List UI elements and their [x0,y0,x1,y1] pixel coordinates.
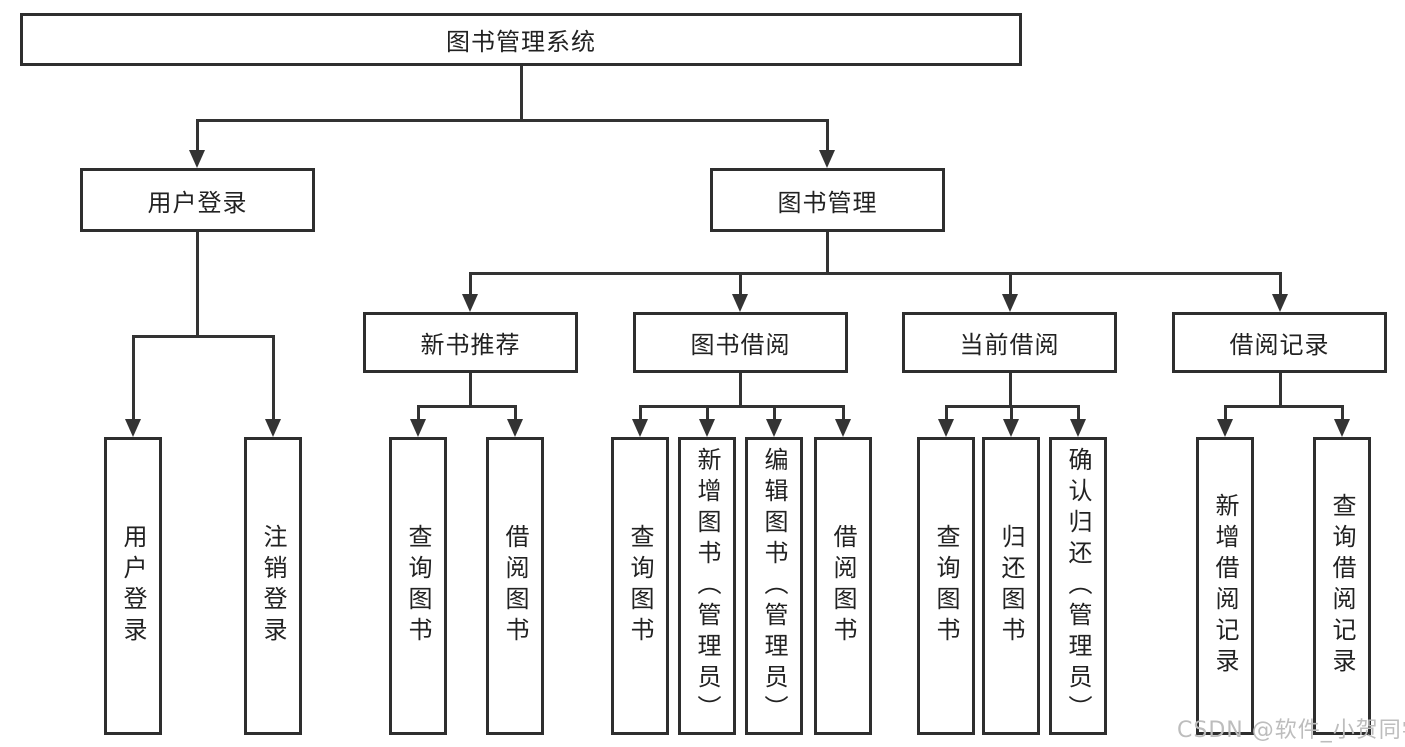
connector-vline [196,119,199,152]
node-book-borrowing: 图书借阅 [633,312,848,373]
arrow-down-icon [265,419,281,437]
connector-vline [469,373,472,407]
leaf-label: 借阅图书 [829,524,857,648]
connector-vline [706,405,709,421]
connector-vline [639,405,642,421]
connector-vline [1009,373,1012,407]
connector-vline [514,405,517,421]
connector-hline [1224,405,1343,408]
leaf-query-books-borrow: 查询图书 [611,437,669,735]
leaf-label: 新增图书（管理员） [693,446,721,726]
arrow-down-icon [766,419,782,437]
node-current-borrowing: 当前借阅 [902,312,1117,373]
leaf-label: 新增借阅记录 [1211,493,1239,679]
leaf-label: 用户登录 [119,524,147,648]
arrow-down-icon [938,419,954,437]
connector-vline [417,405,420,421]
leaf-query-borrow-record: 查询借阅记录 [1313,437,1371,735]
leaf-label: 查询图书 [626,524,654,648]
node-label: 新书推荐 [420,331,521,359]
arrow-down-icon [1002,294,1018,312]
leaf-label: 注销登录 [259,524,287,648]
leaf-add-borrow-record: 新增借阅记录 [1196,437,1254,735]
arrow-down-icon [1070,419,1086,437]
leaf-return-books: 归还图书 [982,437,1040,735]
arrow-down-icon [632,419,648,437]
connector-vline [1077,405,1080,421]
connector-vline [826,232,829,274]
arrow-down-icon [410,419,426,437]
connector-hline [196,119,829,122]
node-user-login: 用户登录 [80,168,315,232]
arrow-down-icon [1272,294,1288,312]
node-label: 借阅记录 [1229,331,1330,359]
arrow-down-icon [507,419,523,437]
leaf-label: 归还图书 [997,524,1025,648]
leaf-user-login: 用户登录 [104,437,162,735]
node-label: 用户登录 [147,188,248,217]
leaf-borrow-books: 借阅图书 [814,437,872,735]
connector-vline [1341,405,1344,421]
connector-vline [1009,272,1012,296]
connector-vline [739,373,742,407]
leaf-borrow-books-recommend: 借阅图书 [486,437,544,735]
leaf-label: 查询图书 [404,524,432,648]
watermark: CSDN @软件_小贺同学 [1177,718,1405,743]
leaf-label: 借阅图书 [501,524,529,648]
leaf-edit-books-admin: 编辑图书（管理员） [745,437,803,735]
connector-vline [826,119,829,152]
connector-vline [1224,405,1227,421]
connector-vline [196,232,199,337]
arrow-down-icon [732,294,748,312]
leaf-logout: 注销登录 [244,437,302,735]
arrow-down-icon [819,150,835,168]
connector-hline [417,405,516,408]
leaf-label: 确认归还（管理员） [1064,446,1092,726]
leaf-confirm-return-admin: 确认归还（管理员） [1049,437,1107,735]
connector-vline [1279,272,1282,296]
leaf-label: 查询图书 [932,524,960,648]
node-new-book-recommend: 新书推荐 [363,312,578,373]
connector-vline [520,66,523,121]
connector-vline [842,405,845,421]
arrow-down-icon [1217,419,1233,437]
arrow-down-icon [699,419,715,437]
connector-vline [469,272,472,296]
connector-hline [639,405,844,408]
arrow-down-icon [125,419,141,437]
connector-vline [272,335,275,421]
connector-vline [739,272,742,296]
leaf-label: 编辑图书（管理员） [760,446,788,726]
leaf-label: 查询借阅记录 [1328,493,1356,679]
leaf-query-books-recommend: 查询图书 [389,437,447,735]
node-library-system: 图书管理系统 [20,13,1022,66]
connector-vline [945,405,948,421]
connector-hline [132,335,275,338]
connector-vline [132,335,135,421]
node-label: 图书管理系统 [446,28,596,56]
arrow-down-icon [462,294,478,312]
leaf-add-books-admin: 新增图书（管理员） [678,437,736,735]
connector-vline [1010,405,1013,421]
connector-vline [773,405,776,421]
node-label: 当前借阅 [959,331,1060,359]
arrow-down-icon [189,150,205,168]
node-book-management: 图书管理 [710,168,945,232]
node-label: 图书借阅 [690,331,791,359]
connector-vline [1279,373,1282,407]
node-borrowing-records: 借阅记录 [1172,312,1387,373]
arrow-down-icon [835,419,851,437]
leaf-query-books-current: 查询图书 [917,437,975,735]
arrow-down-icon [1334,419,1350,437]
node-label: 图书管理 [777,188,878,217]
arrow-down-icon [1003,419,1019,437]
connector-hline [469,272,1280,275]
